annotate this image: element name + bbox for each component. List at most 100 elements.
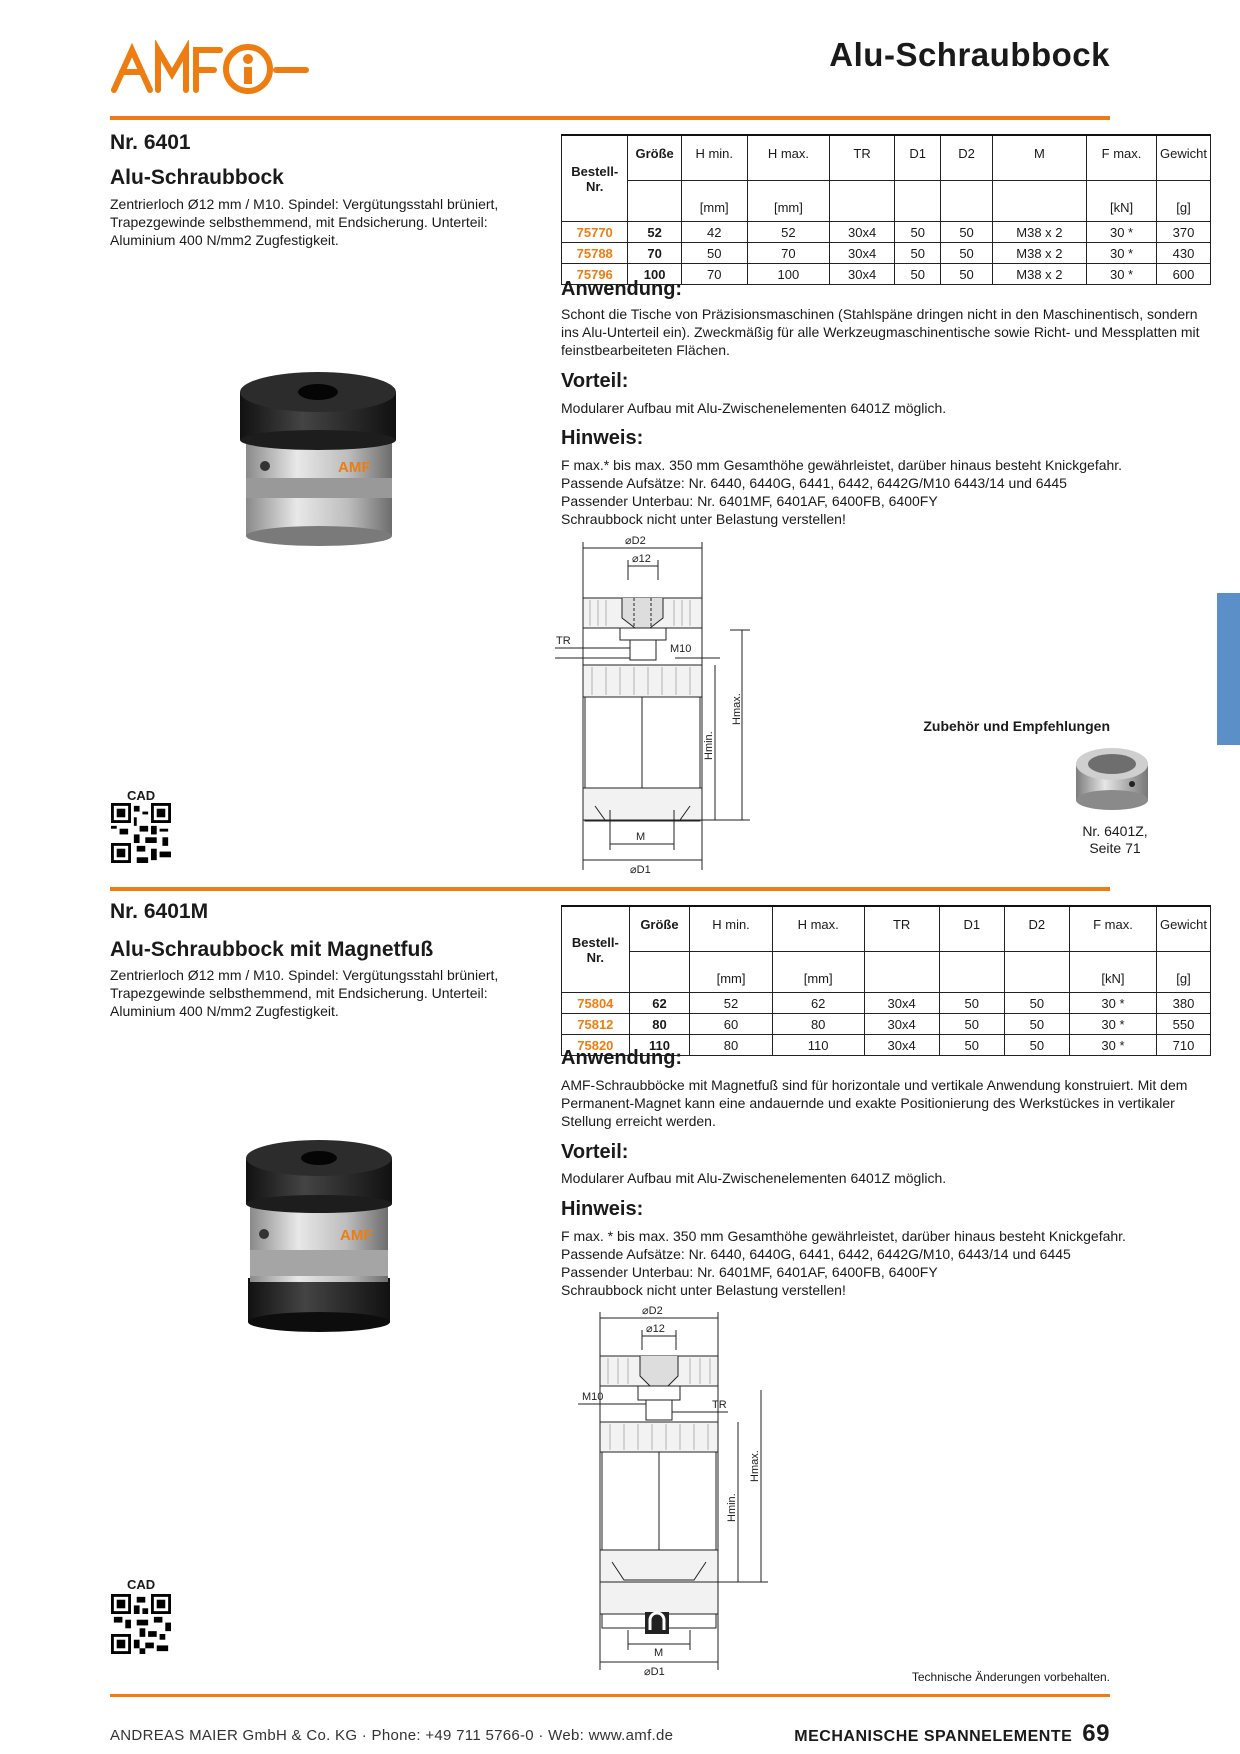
order-number[interactable]: 75796 <box>560 263 629 285</box>
table-cell: 50 <box>938 1013 1005 1035</box>
table-header-row: Bestell- Nr. Größe H min. H max. TR D1 D… <box>561 905 1211 993</box>
dim-d1: ⌀D1 <box>630 864 651 876</box>
table-unit <box>940 180 993 222</box>
table-row: 75812 80 60 80 30x4 50 50 30 * 550 <box>561 1013 1211 1035</box>
accessory-caption-line: Seite 71 <box>1089 840 1141 856</box>
hinweis-line: Passende Aufsätze: Nr. 6440, 6440G, 6441… <box>561 1246 1071 1262</box>
photo-brand: AMF <box>340 1227 373 1244</box>
footer-rule <box>110 1694 1110 1697</box>
page-number: 69 <box>1082 1720 1110 1747</box>
table-unit: [mm] <box>746 180 831 222</box>
table-cell: 50 <box>1003 1034 1070 1056</box>
table-cell: 30 * <box>1068 1013 1158 1035</box>
table-cell: 370 <box>1156 221 1211 243</box>
table-cell: M38 x 2 <box>991 221 1088 243</box>
section-text-anwendung: AMF-Schraubböcke mit Magnetfuß sind für … <box>561 1077 1188 1129</box>
product-description: Zentrierloch Ø12 mm / M10. Spindel: Verg… <box>110 196 499 248</box>
table-unit <box>894 180 942 222</box>
table-cell: 70 <box>746 242 831 264</box>
table-header: F max. <box>1086 134 1158 181</box>
section-text-anwendung: Schont die Tische von Präzisionsmaschine… <box>561 306 1200 358</box>
table-header: Größe <box>628 905 691 952</box>
accessory-photo[interactable] <box>1072 742 1152 814</box>
header-rule <box>110 116 1110 120</box>
table-cell: 42 <box>680 221 748 243</box>
table-unit <box>991 180 1088 222</box>
table-unit <box>829 180 896 222</box>
table-cell: 50 <box>938 1034 1005 1056</box>
amf-logo <box>111 40 309 94</box>
table-unit <box>628 951 691 993</box>
table-header: Gewicht <box>1156 905 1211 952</box>
order-number[interactable]: 75812 <box>561 1013 630 1035</box>
page-title: Alu-Schraubbock <box>829 36 1110 73</box>
section-text-hinweis: F max. * bis max. 350 mm Gesamthöhe gewä… <box>561 1227 1201 1299</box>
section-heading-vorteil: Vorteil: <box>561 370 629 392</box>
dim-m: M <box>654 1647 663 1659</box>
table-cell: 50 <box>894 221 942 243</box>
table-unit: [mm] <box>680 180 748 222</box>
order-number[interactable]: 75820 <box>561 1034 630 1056</box>
table-cell: 52 <box>627 221 682 243</box>
accessory-caption-line: Nr. 6401Z, <box>1082 823 1148 839</box>
table-header: D2 <box>1003 905 1070 952</box>
table-header: H min. <box>680 134 748 181</box>
table-unit: [kN] <box>1086 180 1158 222</box>
table-unit-row: [mm] [mm] [kN] [g] <box>562 180 1211 222</box>
cad-qr-code[interactable] <box>111 1594 171 1654</box>
hinweis-line: Passender Unterbau: Nr. 6401MF, 6401AF, … <box>561 493 938 509</box>
cad-qr-code[interactable] <box>111 803 171 863</box>
table-cell: 600 <box>1156 263 1211 285</box>
table-header: F max. <box>1068 905 1158 952</box>
dim-m: M <box>636 831 645 843</box>
table-cell: 50 <box>894 242 942 264</box>
table-cell: 430 <box>1156 242 1211 264</box>
hinweis-line: F max. * bis max. 350 mm Gesamthöhe gewä… <box>561 1228 1126 1244</box>
product-number: Nr. 6401 <box>110 131 191 154</box>
dim-hmax: Hmax. <box>731 693 743 725</box>
section-text-vorteil: Modularer Aufbau mit Alu-Zwischenelement… <box>561 400 947 416</box>
dim-d2: ⌀D2 <box>642 1305 663 1317</box>
table-header: H max. <box>771 905 865 952</box>
section-rule <box>110 887 1110 891</box>
table-cell: 30x4 <box>863 1034 940 1056</box>
footer-company: ANDREAS MAIER GmbH & Co. KG · Phone: +49… <box>110 1727 674 1744</box>
chapter-tab <box>1217 593 1240 745</box>
table-cell: 50 <box>680 242 748 264</box>
table-cell: 50 <box>1003 992 1070 1014</box>
order-number[interactable]: 75770 <box>560 221 629 243</box>
accessory-caption[interactable]: Nr. 6401Z, Seite 71 <box>1040 823 1190 857</box>
table-cell: 710 <box>1156 1034 1211 1056</box>
table-unit: [g] <box>1156 180 1211 222</box>
hinweis-line: F max.* bis max. 350 mm Gesamthöhe gewäh… <box>561 457 1123 473</box>
table-cell: 550 <box>1156 1013 1211 1035</box>
section-heading-anwendung: Anwendung: <box>561 278 683 300</box>
order-number[interactable]: 75788 <box>560 242 629 264</box>
dim-tr: TR <box>712 1399 727 1411</box>
table-unit: [g] <box>1156 951 1211 993</box>
dim-tr: TR <box>556 635 571 647</box>
product-description: Zentrierloch Ø12 mm / M10. Spindel: Verg… <box>110 967 499 1019</box>
table-unit: [kN] <box>1068 951 1158 993</box>
table-row: 75820 110 80 110 30x4 50 50 30 * 710 <box>561 1034 1211 1056</box>
table-cell: 80 <box>689 1034 773 1056</box>
table-cell: 50 <box>940 263 993 285</box>
order-number[interactable]: 75804 <box>561 992 630 1014</box>
product-photo: AMF <box>240 372 396 546</box>
product-number: Nr. 6401M <box>110 900 209 923</box>
table-cell: 100 <box>746 263 831 285</box>
hinweis-line: Passender Unterbau: Nr. 6401MF, 6401AF, … <box>561 1264 938 1280</box>
dim-d2: ⌀D2 <box>625 535 646 547</box>
section-heading-hinweis: Hinweis: <box>561 427 644 449</box>
section-text-hinweis: F max.* bis max. 350 mm Gesamthöhe gewäh… <box>561 456 1201 528</box>
section-heading-vorteil: Vorteil: <box>561 1141 629 1163</box>
dim-m10: M10 <box>670 643 691 655</box>
footer-section-title: MECHANISCHE SPANNELEMENTE <box>794 1728 1073 1745</box>
table-header: Bestell- Nr. <box>561 905 630 993</box>
product-photo: AMF <box>246 1140 392 1332</box>
table-cell: 30 * <box>1086 221 1158 243</box>
table-header: D1 <box>938 905 1005 952</box>
table-cell: 30x4 <box>829 263 896 285</box>
cad-label: CAD <box>127 788 156 803</box>
table-row: 75804 62 52 62 30x4 50 50 30 * 380 <box>561 992 1211 1014</box>
